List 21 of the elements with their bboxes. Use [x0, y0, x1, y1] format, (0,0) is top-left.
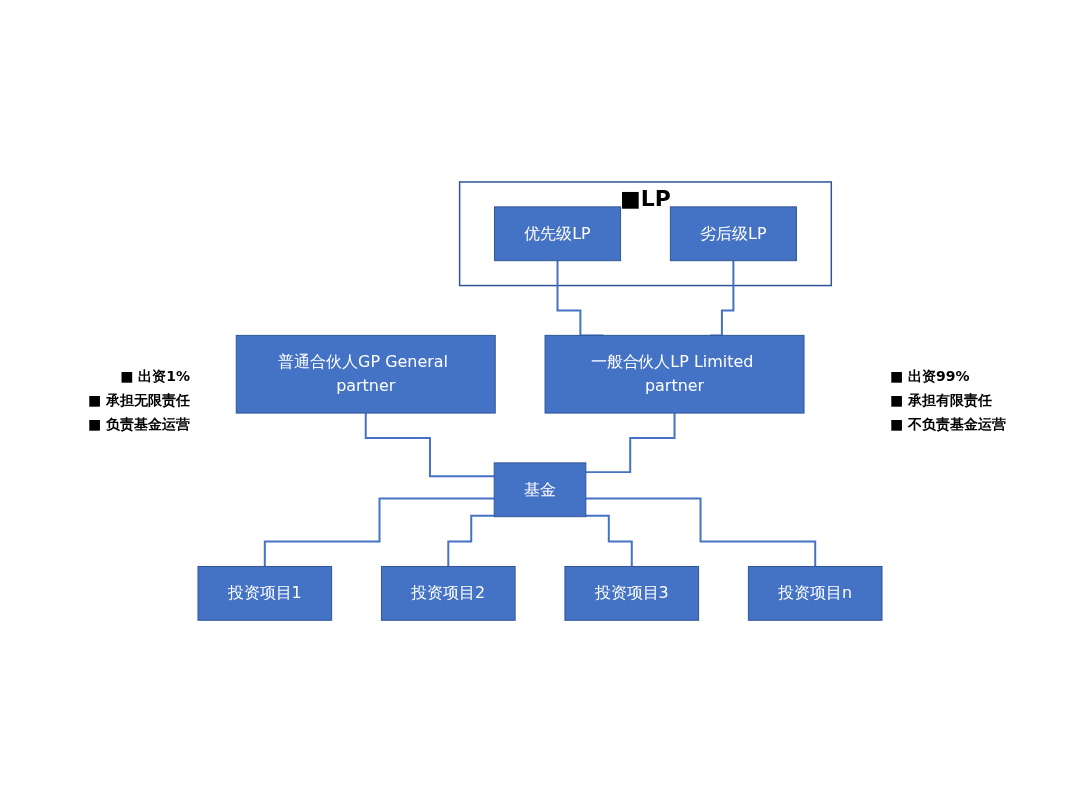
bullet-note: ■ 承担无限责任: [87, 392, 190, 410]
bullet-note: ■ 负责基金运营: [87, 416, 190, 434]
connector: [263, 497, 496, 568]
bullet-note: ■ 出资99%: [890, 368, 971, 386]
connector: [447, 514, 496, 568]
node-box: 投资项目3: [564, 565, 700, 621]
connector: [584, 497, 817, 568]
connector: [584, 411, 676, 473]
connector: [584, 514, 633, 568]
bullet-note: ■ 承担有限责任: [890, 392, 994, 410]
connector: [364, 411, 496, 478]
node-box: 优先级LP: [494, 206, 622, 262]
bullet-note: ■ 不负责基金运营: [890, 416, 1008, 434]
bullet-note: ■ 出资1%: [120, 368, 190, 386]
node-box: 普通合伙人GP General partner: [235, 334, 496, 414]
node-box: 投资项目1: [197, 565, 333, 621]
node-box: 基金: [493, 462, 587, 518]
node-box: 一般合伙人LP Limited partner: [544, 334, 805, 414]
node-box: 投资项目2: [380, 565, 516, 621]
node-box: 劣后级LP: [669, 206, 797, 262]
node-box: 投资项目n: [747, 565, 883, 621]
